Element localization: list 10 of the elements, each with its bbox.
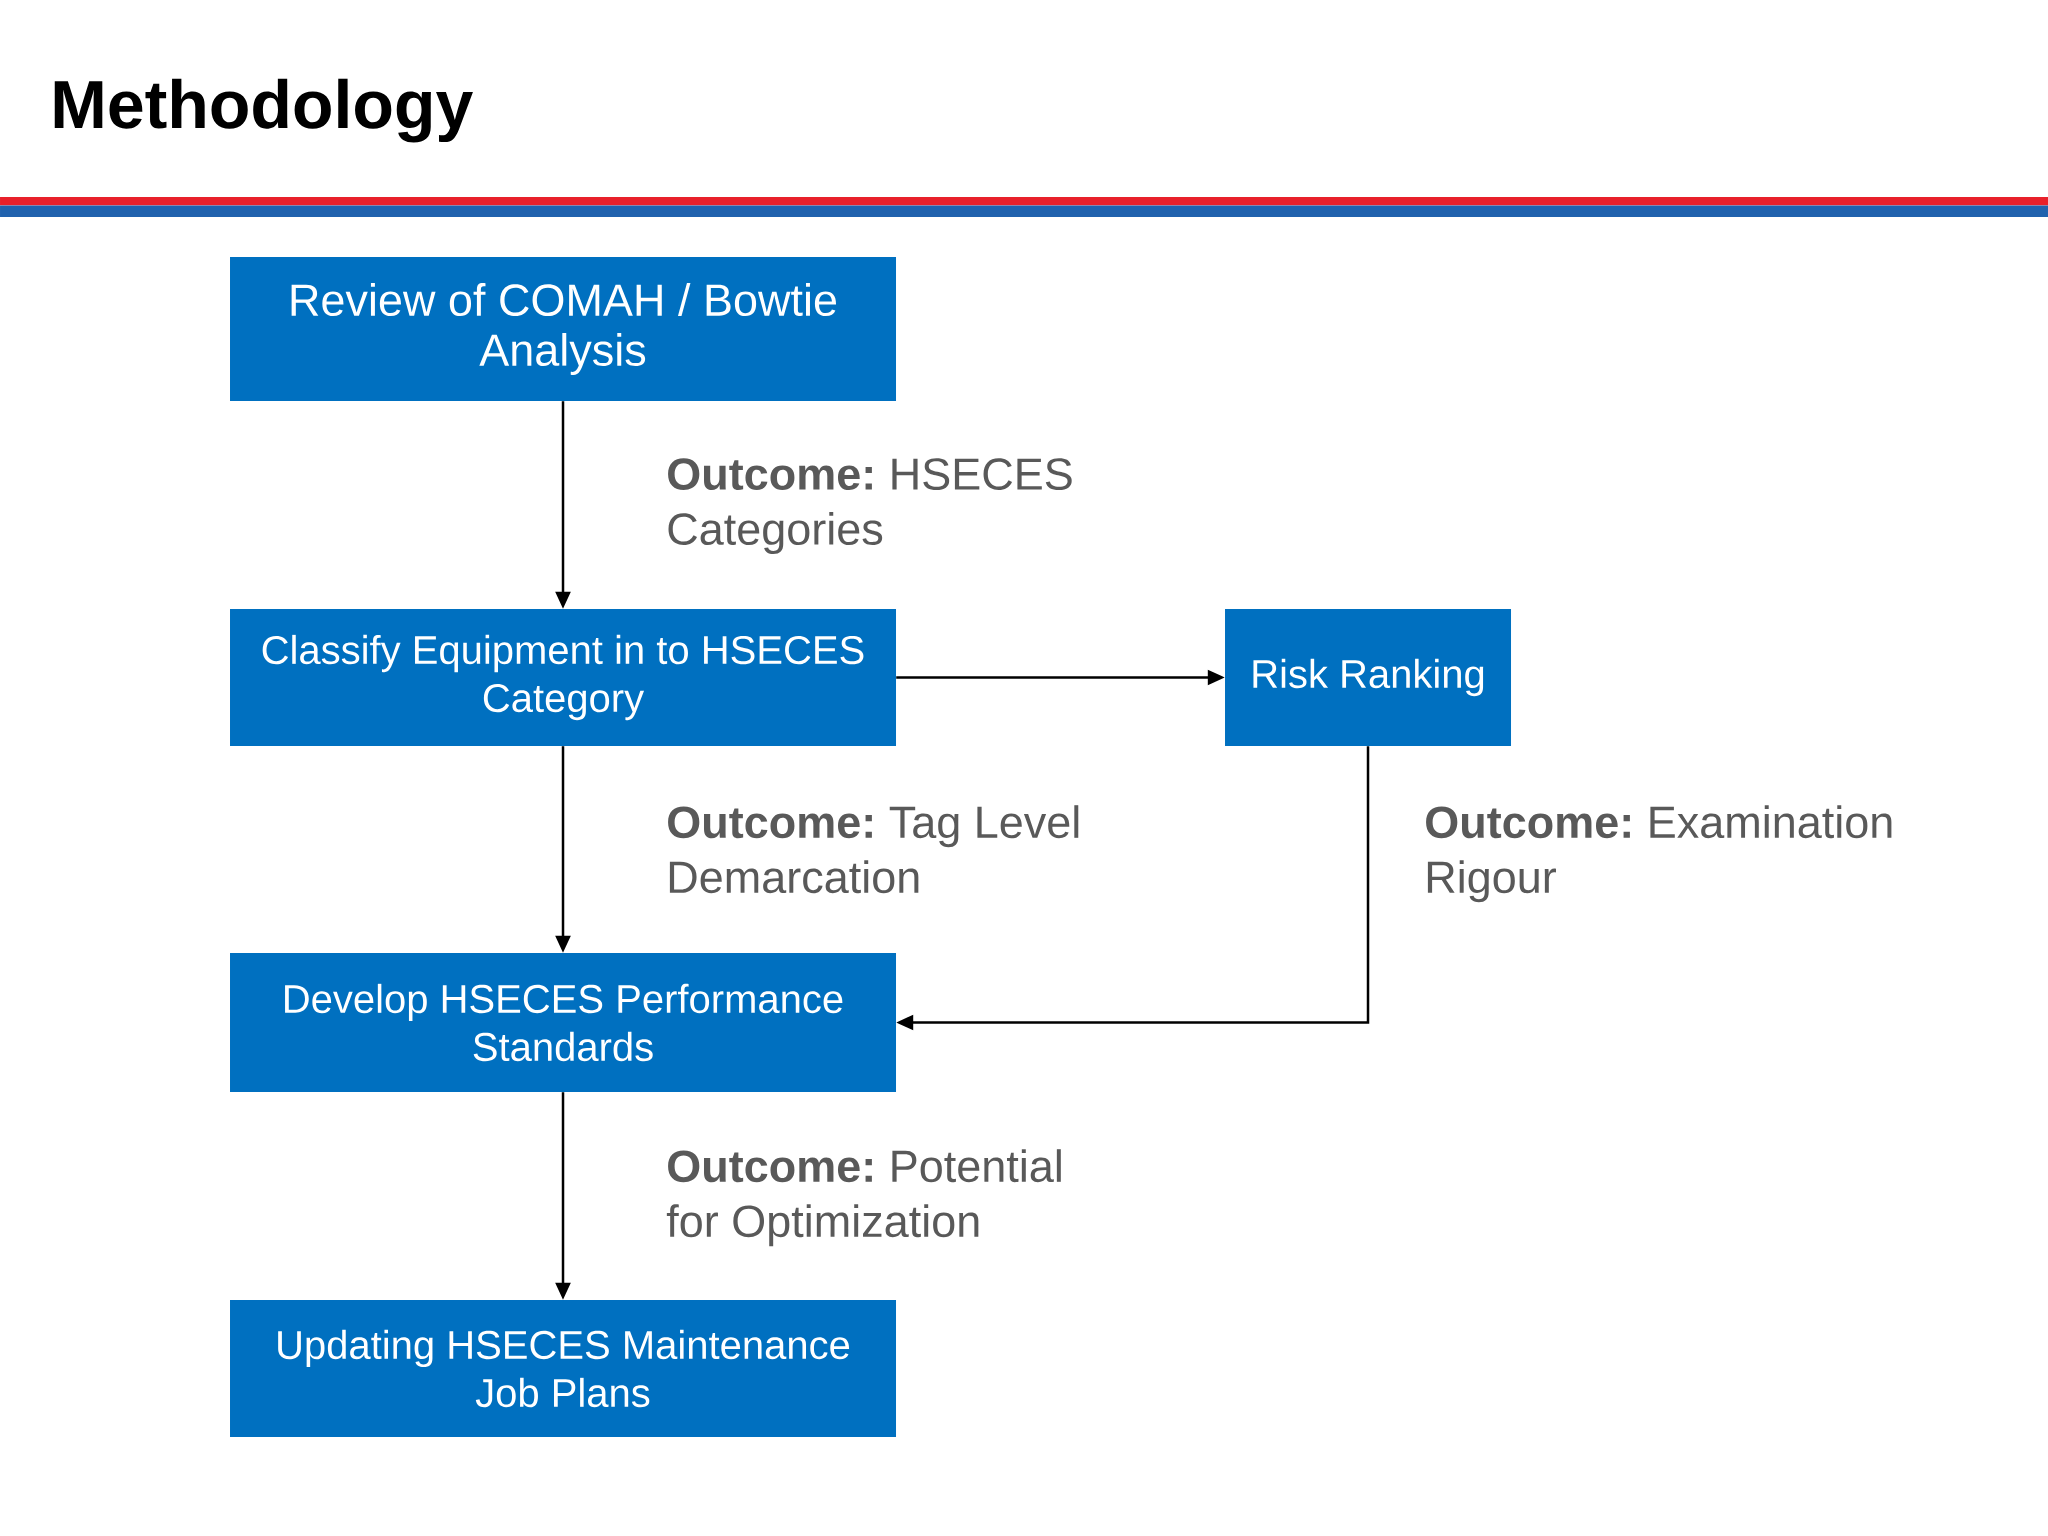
process-box: Risk Ranking — [1225, 609, 1511, 746]
edge-label: Outcome: Tag Level Demarcation — [668, 805, 1079, 894]
process-box: Review of COMAH / Bowtie Analysis — [230, 257, 896, 401]
edge-label: Outcome: Examination Rigour — [1426, 805, 1892, 903]
edge-label: Outcome: Potential for Optimization — [666, 1149, 1061, 1247]
process-box: Classify Equipment in to HSECES Category — [230, 609, 896, 746]
process-box: Updating HSECES Maintenance Job Plans — [230, 1300, 896, 1437]
process-box: Develop HSECES Performance Standards — [230, 953, 896, 1092]
edge-label: Outcome: HSECES Categories — [668, 458, 1072, 554]
title: Methodology — [54, 78, 473, 143]
